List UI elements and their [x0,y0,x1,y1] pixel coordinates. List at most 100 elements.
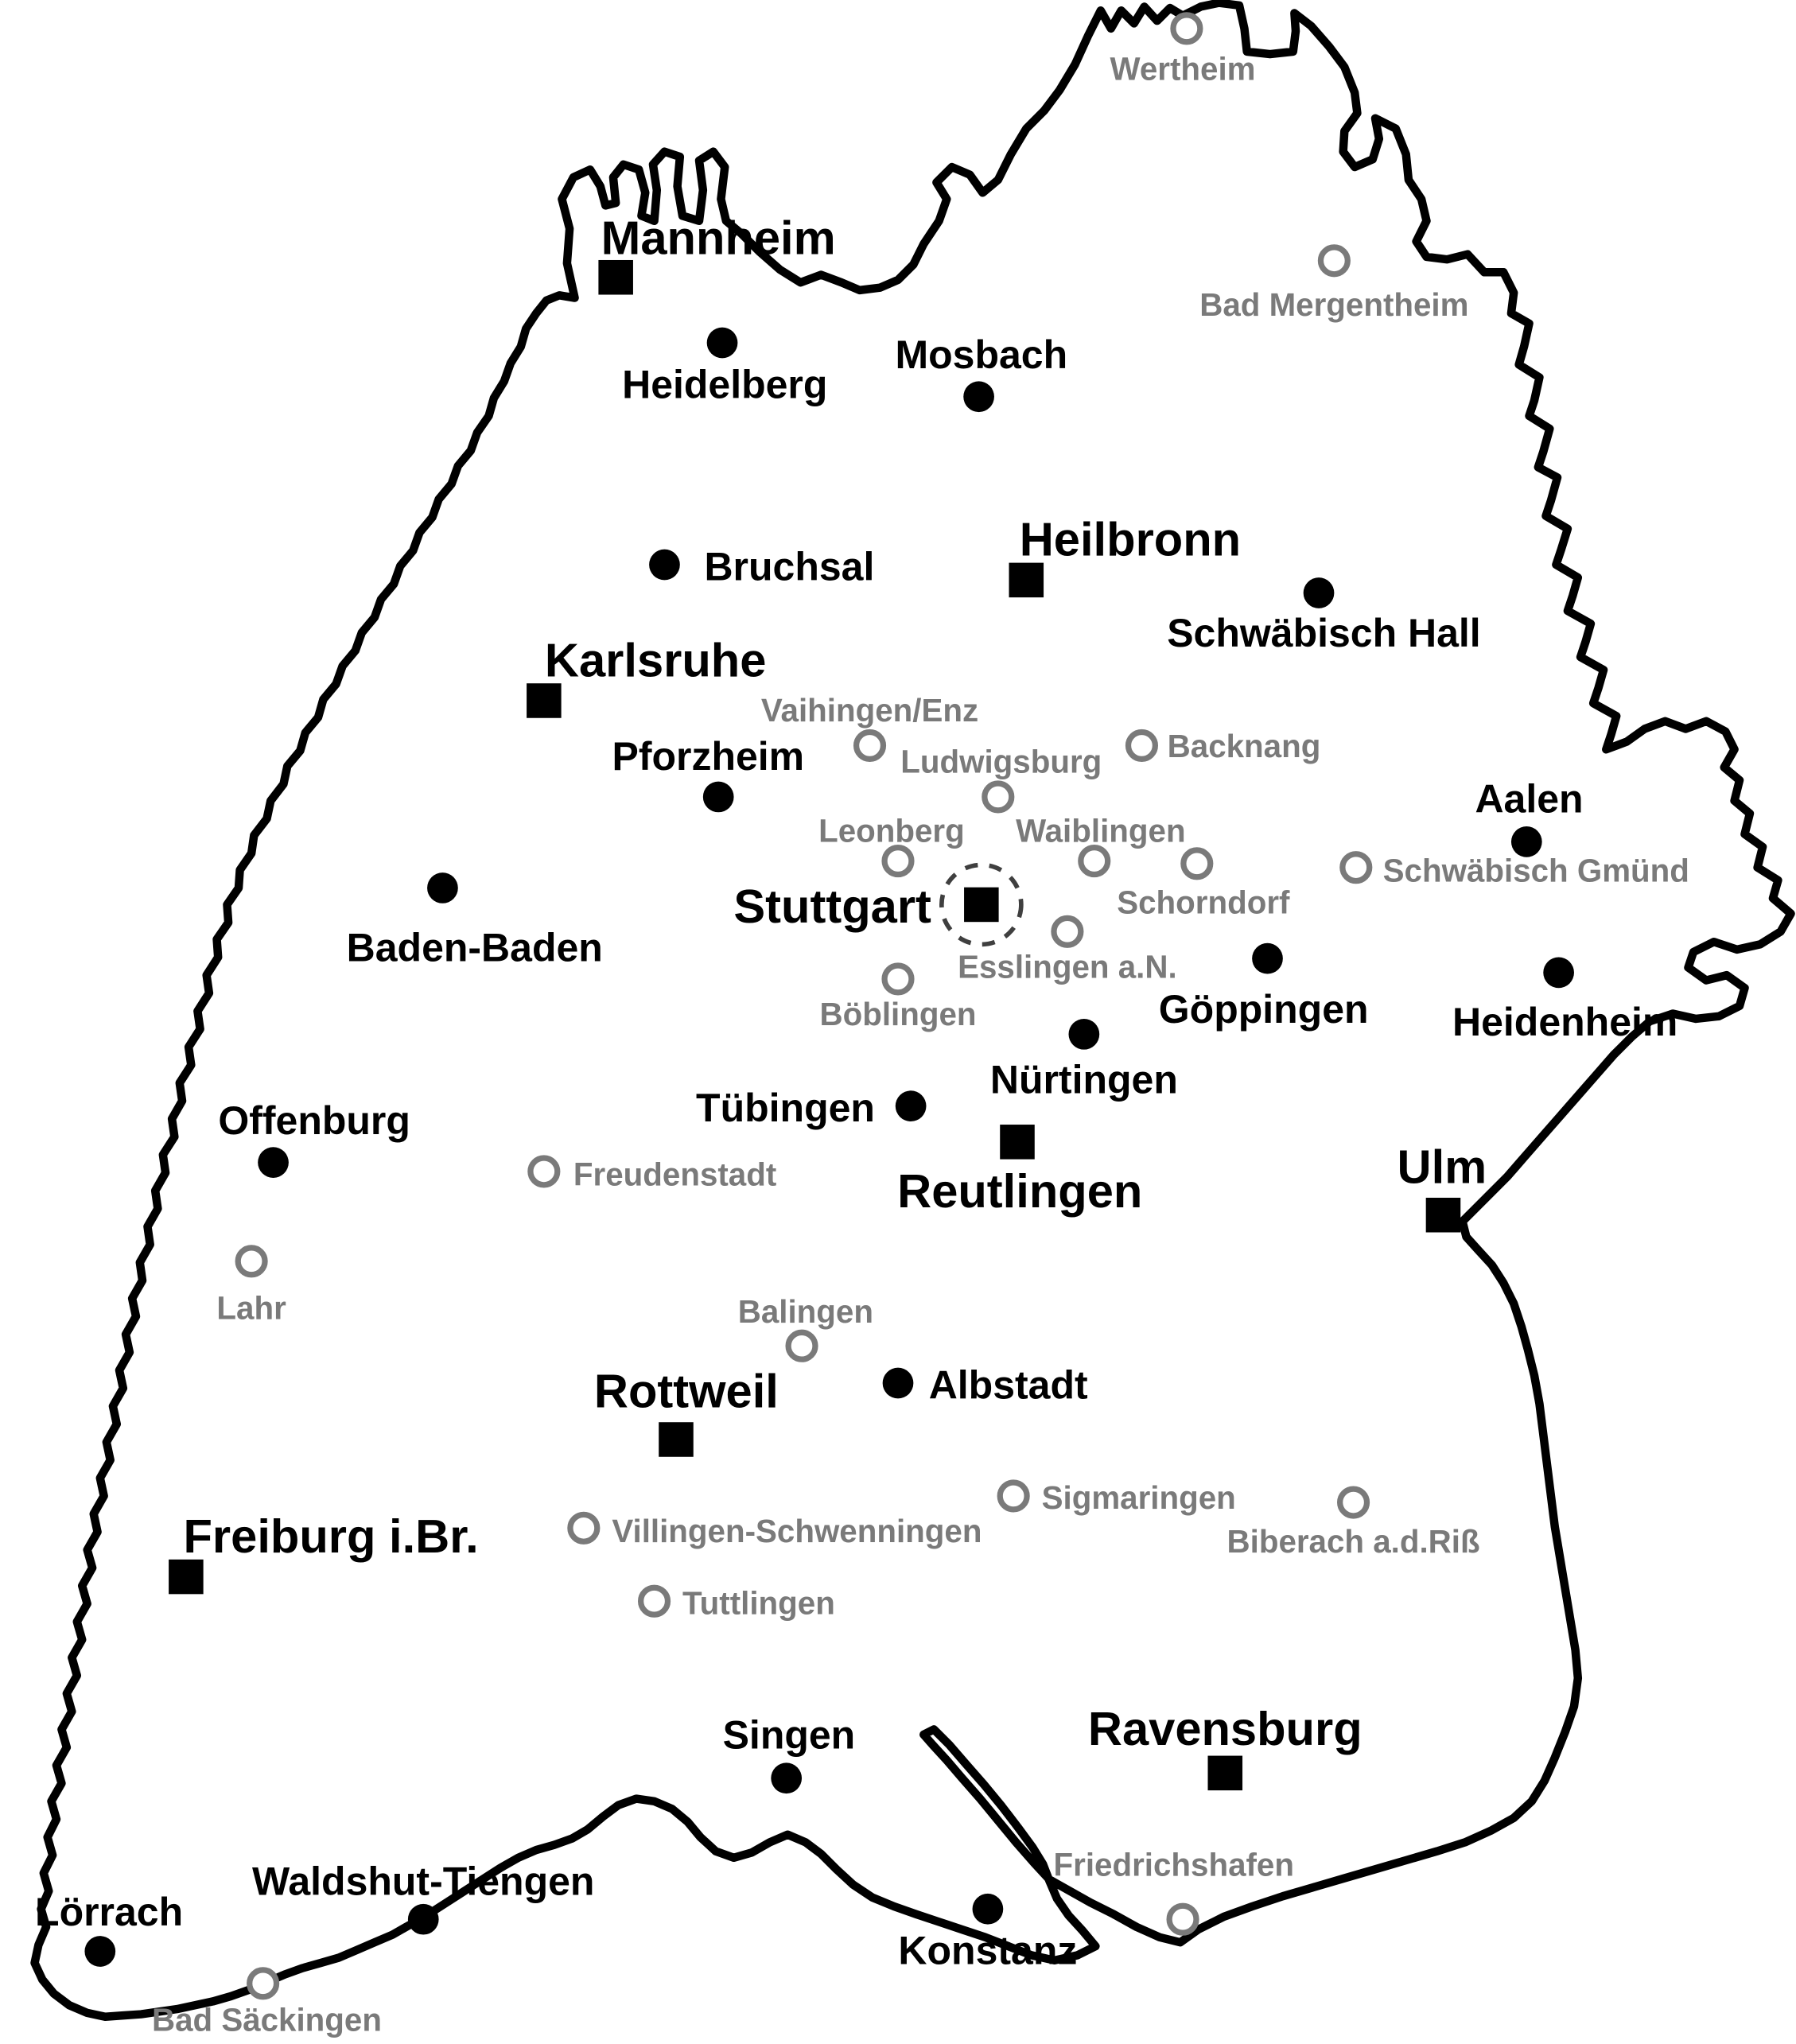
city-label: Baden-Baden [347,925,603,970]
city-label: Offenburg [218,1098,410,1143]
city-marker-square [964,887,999,923]
city-balingen: Balingen [738,1293,873,1362]
city-rottweil: Rottweil [594,1365,779,1457]
city-singen: Singen [723,1713,855,1794]
city-label: Bruchsal [704,544,874,589]
city-g-ppingen: Göppingen [1159,942,1369,1032]
city-marker-ring [235,1245,268,1278]
city-heidelberg: Heidelberg [622,327,827,406]
city-tuttlingen: Tuttlingen [637,1584,835,1621]
city-label: Aalen [1475,776,1583,821]
city-label: Sigmaringen [1042,1479,1236,1516]
city-biberach-a-d-ri: Biberach a.d.Riß [1227,1486,1480,1560]
city-marker-ring [567,1511,601,1545]
city-label: Göppingen [1159,987,1369,1032]
city-freudenstadt: Freudenstadt [527,1155,776,1193]
city-marker-ring [527,1155,561,1188]
city-schw-bisch-gm-nd: Schwäbisch Gmünd [1339,851,1689,888]
city-label: Konstanz [898,1929,1077,1973]
city-label: Ludwigsburg [900,743,1102,779]
city-albstadt: Albstadt [882,1362,1088,1407]
city-marker-dot [84,1936,116,1967]
city-label: Esslingen a.N. [958,948,1177,985]
city-bad-s-ckingen: Bad Säckingen [152,1967,382,2038]
city-marker-ring [853,729,887,762]
city-schw-bisch-hall: Schwäbisch Hall [1167,577,1481,655]
city-backnang: Backnang [1125,728,1320,764]
city-ludwigsburg: Ludwigsburg [900,743,1102,814]
city-marker-square [1000,1125,1035,1160]
city-ravensburg: Ravensburg [1088,1702,1363,1791]
city-label: Mosbach [896,332,1068,377]
city-label: Wertheim [1110,50,1256,87]
city-t-bingen: Tübingen [696,1086,927,1130]
city-label: Heidenheim [1452,1000,1677,1044]
city-marker-square [169,1559,204,1595]
city-label: Leonberg [818,812,965,849]
capital-dashed-ring [939,862,1024,947]
city-marker-dot [1068,1018,1100,1050]
city-marker-dot [649,549,680,581]
city-marker-ring [881,962,915,996]
city-marker-ring [982,780,1015,814]
city-offenburg: Offenburg [218,1098,410,1178]
city-reutlingen: Reutlingen [897,1125,1142,1218]
city-marker-dot [882,1367,914,1399]
city-marker-dot [702,781,734,813]
city-label: Ulm [1397,1140,1487,1193]
city-marker-dot [963,381,994,413]
city-b-blingen: Böblingen [819,962,977,1032]
city-vaihingen-enz: Vaihingen/Enz [761,692,978,762]
city-label: Freudenstadt [573,1156,776,1193]
city-heilbronn: Heilbronn [1009,513,1241,598]
city-marker-dot [258,1147,289,1178]
city-label: Rottweil [594,1365,779,1418]
city-baden-baden: Baden-Baden [347,872,603,970]
city-marker-ring [1078,845,1111,878]
city-label: Balingen [738,1293,873,1330]
city-marker-ring [247,1967,280,2000]
city-bruchsal: Bruchsal [649,544,874,589]
city-wertheim: Wertheim [1110,12,1256,87]
city-marker-dot [895,1090,927,1121]
city-marker-dot [427,872,458,903]
city-marker-dot [771,1762,803,1794]
city-marker-square [1207,1755,1243,1791]
city-label: Albstadt [929,1362,1088,1407]
city-label: Tuttlingen [682,1584,835,1621]
city-marker-ring [1317,244,1351,278]
city-marker-square [659,1422,694,1457]
city-label: Karlsruhe [545,633,767,686]
city-marker-ring [1125,729,1159,762]
city-label: Nürtingen [990,1058,1178,1102]
city-marker-square [1009,562,1044,598]
city-marker-ring [1170,12,1203,45]
city-label: Böblingen [819,996,976,1032]
city-l-rrach: Lörrach [35,1890,183,1967]
city-marker-ring [785,1329,818,1362]
city-marker-dot [1510,826,1542,857]
city-label: Mannheim [601,212,836,265]
city-marker-ring [997,1479,1030,1513]
city-label: Schorndorf [1117,884,1290,921]
city-lahr: Lahr [216,1245,286,1326]
city-marker-dot [1252,942,1283,974]
city-label: Villingen-Schwenningen [612,1513,982,1549]
city-label: Stuttgart [733,880,931,933]
city-aalen: Aalen [1475,776,1584,857]
city-label: Bad Mergentheim [1199,286,1468,323]
city-label: Pforzheim [612,734,804,779]
city-marker-ring [637,1584,671,1618]
city-sigmaringen: Sigmaringen [997,1479,1236,1516]
city-marker-dot [407,1903,439,1935]
city-label: Bad Säckingen [152,2002,382,2038]
city-label: Biberach a.d.Riß [1227,1523,1480,1560]
city-marker-dot [706,327,738,359]
city-waldshut-tiengen: Waldshut-Tiengen [252,1859,594,1935]
city-konstanz: Konstanz [898,1893,1077,1973]
city-label: Ravensburg [1088,1702,1363,1755]
city-marker-dot [1543,957,1574,989]
city-marker-ring [1051,915,1084,948]
city-label: Schwäbisch Gmünd [1383,852,1689,888]
